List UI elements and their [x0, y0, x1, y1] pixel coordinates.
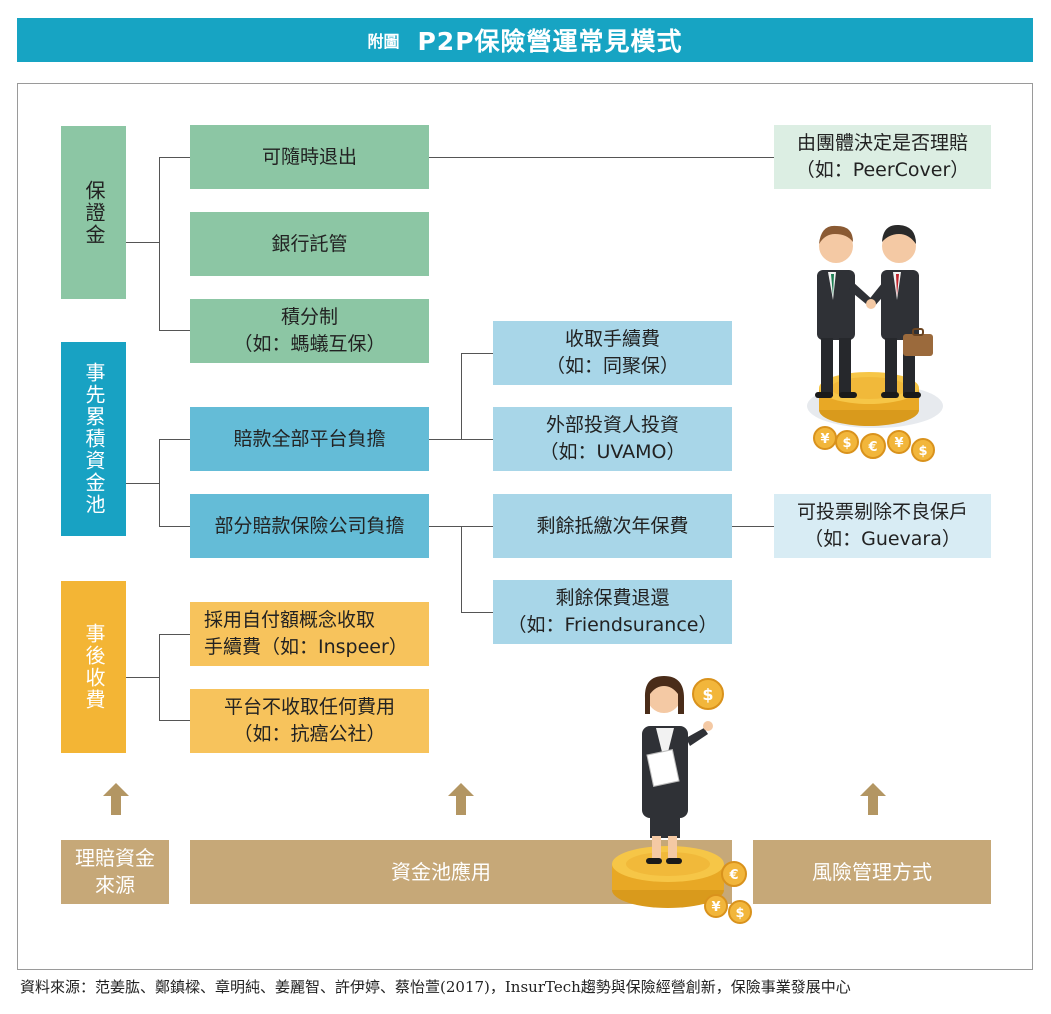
connector [159, 439, 190, 440]
option-fee-line1: 收取手續費 [564, 328, 660, 350]
connector [429, 439, 461, 440]
bottom-pool-usage-label: 資金池應用 [391, 859, 491, 884]
connector [159, 720, 190, 721]
option-investor-line2: （如：UVAMO） [539, 441, 686, 463]
arrow-up-icon [860, 783, 886, 815]
connector [461, 353, 493, 354]
item-insurer-partial: 部分賠款保險公司負擔 [190, 494, 429, 558]
coin-symbol: € [867, 440, 877, 455]
businesswoman-illustration: $ € ¥ $ [612, 676, 752, 924]
coin-symbol: $ [918, 444, 927, 459]
post-nofee-line2: （如：抗癌公社） [233, 723, 386, 745]
connector [461, 526, 462, 612]
coin-symbol: $ [702, 685, 713, 704]
connector [159, 526, 190, 527]
bottom-source-line2: 來源 [95, 873, 135, 897]
item-exit-anytime-label: 可隨時退出 [261, 145, 357, 168]
item-points-line1: 積分制 [280, 306, 338, 328]
connector [159, 157, 190, 158]
option-refund-line2: （如：Friendsurance） [507, 614, 718, 636]
item-platform-full: 賠款全部平台負擔 [190, 407, 429, 471]
item-points-line2: （如：螞蟻互保） [233, 333, 386, 355]
item-exit-anytime: 可隨時退出 [190, 125, 429, 189]
post-deductible-line2: 手續費（如：Inspeer） [204, 636, 408, 658]
connector [126, 677, 159, 678]
post-no-fee: 平台不收取任何費用 （如：抗癌公社） [190, 689, 429, 753]
connector [461, 612, 493, 613]
category-pool-label: 事先累積資金池 [82, 362, 106, 516]
businessmen-handshake-illustration: ¥ $ € ¥ $ [807, 224, 943, 462]
category-post-fee-label: 事後收費 [82, 623, 106, 711]
connector [159, 157, 160, 330]
option-refund-line1: 剩餘保費退還 [555, 587, 670, 609]
option-offset-premium: 剩餘抵繳次年保費 [493, 494, 732, 558]
connector [126, 483, 159, 484]
item-bank-custody: 銀行託管 [190, 212, 429, 276]
post-nofee-line1: 平台不收取任何費用 [223, 696, 395, 718]
category-post-fee: 事後收費 [61, 581, 126, 753]
risk-group-decides: 由團體決定是否理賠 （如：PeerCover） [774, 125, 991, 189]
bottom-risk-mgmt: 風險管理方式 [753, 840, 991, 904]
risk-vote-remove: 可投票剔除不良保戶 （如：Guevara） [774, 494, 991, 558]
arrow-up-icon [103, 783, 129, 815]
option-investor-line1: 外部投資人投資 [545, 414, 679, 436]
bottom-claim-source: 理賠資金 來源 [61, 840, 169, 904]
post-deductible-line1: 採用自付額概念收取 [204, 609, 376, 631]
post-deductible: 採用自付額概念收取 手續費（如：Inspeer） [190, 602, 429, 666]
coin-symbol: ¥ [711, 900, 720, 915]
diagram-title: P2P保險營運常見模式 [417, 27, 683, 56]
connector [159, 634, 160, 720]
connector [461, 353, 462, 439]
bottom-risk-mgmt-label: 風險管理方式 [812, 859, 932, 884]
diagram-frame [17, 83, 1033, 970]
connector [732, 526, 774, 527]
option-offset-premium-label: 剩餘抵繳次年保費 [536, 514, 689, 537]
item-platform-full-label: 賠款全部平台負擔 [233, 427, 386, 450]
item-points-system: 積分制 （如：螞蟻互保） [190, 299, 429, 363]
risk-vote-line1: 可投票剔除不良保戶 [796, 501, 968, 523]
option-fee-line2: （如：同聚保） [545, 355, 679, 377]
coin-symbol: $ [842, 436, 851, 451]
coin-symbol: € [728, 868, 738, 883]
arrow-up-icon [448, 783, 474, 815]
connector [159, 330, 190, 331]
connector [461, 439, 493, 440]
coin-symbol: ¥ [894, 436, 903, 451]
risk-vote-line2: （如：Guevara） [804, 528, 961, 550]
connector [429, 157, 774, 158]
item-bank-custody-label: 銀行託管 [271, 232, 348, 255]
risk-group-line1: 由團體決定是否理賠 [796, 132, 968, 154]
category-pool: 事先累積資金池 [61, 342, 126, 536]
figure-label: 附圖 [367, 32, 400, 51]
item-insurer-partial-label: 部分賠款保險公司負擔 [214, 514, 405, 537]
option-investor: 外部投資人投資 （如：UVAMO） [493, 407, 732, 471]
category-guarantee-label: 保證金 [82, 179, 106, 246]
connector [126, 242, 159, 243]
option-refund: 剩餘保費退還 （如：Friendsurance） [493, 580, 732, 644]
source-note: 資料來源：范姜肱、鄭鎮樑、章明純、姜麗智、許伊婷、蔡怡萱(2017)，Insur… [20, 978, 851, 996]
coin-symbol: $ [735, 906, 744, 921]
risk-group-line2: （如：PeerCover） [795, 159, 970, 181]
bottom-source-line1: 理賠資金 [75, 846, 155, 870]
coin-symbol: ¥ [820, 432, 829, 447]
option-fee: 收取手續費 （如：同聚保） [493, 321, 732, 385]
header-bar: 附圖 P2P保險營運常見模式 [17, 18, 1033, 62]
connector [159, 439, 160, 526]
category-guarantee: 保證金 [61, 126, 126, 299]
connector [159, 634, 190, 635]
